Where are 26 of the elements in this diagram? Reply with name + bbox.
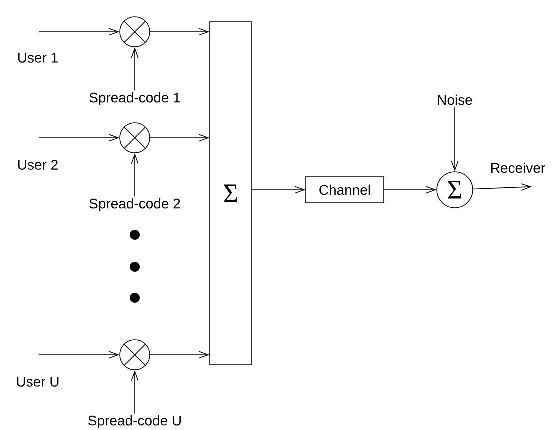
text-label: Noise xyxy=(438,94,472,106)
arrow xyxy=(131,153,139,198)
arrow xyxy=(38,28,120,36)
arrow xyxy=(150,28,210,36)
text-label: Spread-code 2 xyxy=(90,198,180,212)
arrow xyxy=(472,184,532,192)
text-label: Receiver xyxy=(492,162,546,174)
text-label: Spread-code U xyxy=(88,415,181,429)
arrow xyxy=(131,370,139,414)
arrow xyxy=(131,47,139,92)
summing-block: Σ xyxy=(210,22,252,366)
signal-label: User 2 xyxy=(18,160,58,170)
multiplier-circle xyxy=(120,340,150,370)
signal-label: User 1 xyxy=(18,53,58,63)
signal-label: User U xyxy=(17,377,59,387)
channel-box: Channel xyxy=(306,176,384,204)
arrow xyxy=(38,134,120,142)
multiplier-circle xyxy=(120,122,150,154)
arrow xyxy=(38,351,120,359)
multiplier-circle xyxy=(120,16,150,48)
arrow xyxy=(384,186,437,194)
text-label: Spread-code 1 xyxy=(90,92,180,106)
arrow xyxy=(150,351,210,359)
arrow xyxy=(252,186,306,194)
arrow xyxy=(451,106,459,172)
arrow xyxy=(150,134,210,142)
